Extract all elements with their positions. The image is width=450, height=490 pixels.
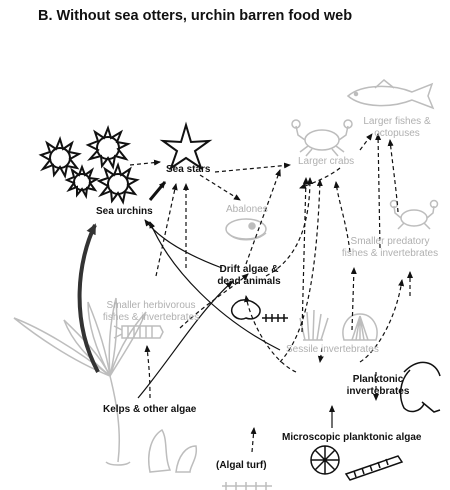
- label-planktonic-invertebrates: Planktonic invertebrates: [346, 374, 410, 397]
- kelp-icon: [13, 297, 147, 466]
- link-kelp-to-urchins: [77, 223, 100, 373]
- label-abalones: Abalones: [226, 204, 268, 215]
- link-drift-to-urchins: [144, 219, 223, 269]
- label-sea-urchins: Sea urchins: [96, 206, 153, 217]
- link-urchins-to-seastars: [148, 181, 167, 201]
- diagram-title: B. Without sea otters, urchin barren foo…: [38, 8, 353, 24]
- dashed-links: [129, 133, 413, 453]
- label-microscopic-algae: Microscopic planktonic algae: [282, 432, 422, 443]
- drift-algae-icon: [231, 299, 288, 322]
- crab-icon: [291, 119, 353, 157]
- label-algal-turf: (Algal turf): [216, 460, 267, 471]
- label-larger-crabs: Larger crabs: [298, 156, 355, 167]
- scallop-icon: [342, 313, 378, 341]
- abalone-icon: [225, 218, 267, 241]
- sea-urchin-icon: [38, 124, 140, 205]
- label-smaller-predatory: Smaller predatory fishes & invertebrates: [341, 236, 439, 259]
- label-sea-stars: Sea stars: [166, 164, 211, 175]
- label-larger-fishes: Larger fishes & octopuses: [363, 116, 431, 139]
- label-sessile-invertebrates: Sessile invertebrates: [286, 344, 379, 355]
- label-drift-algae: Drift algae & dead animals: [217, 264, 281, 287]
- fish-icon: [346, 79, 435, 110]
- label-smaller-herbivorous: Smaller herbivorous fishes & invertebrat…: [102, 300, 200, 323]
- anemone-icon: [299, 309, 329, 341]
- active-links: [77, 181, 335, 428]
- link-sessile-to-urchins: [149, 221, 281, 351]
- algal-turf-icon: [148, 428, 272, 490]
- crab-icon: [389, 199, 439, 230]
- diatom-icon: [310, 445, 404, 481]
- plankton-icon: [399, 361, 441, 413]
- label-kelps: Kelps & other algae: [103, 404, 197, 415]
- link-kelp-to-drift: [137, 281, 233, 399]
- sea-star-icon: [159, 121, 213, 171]
